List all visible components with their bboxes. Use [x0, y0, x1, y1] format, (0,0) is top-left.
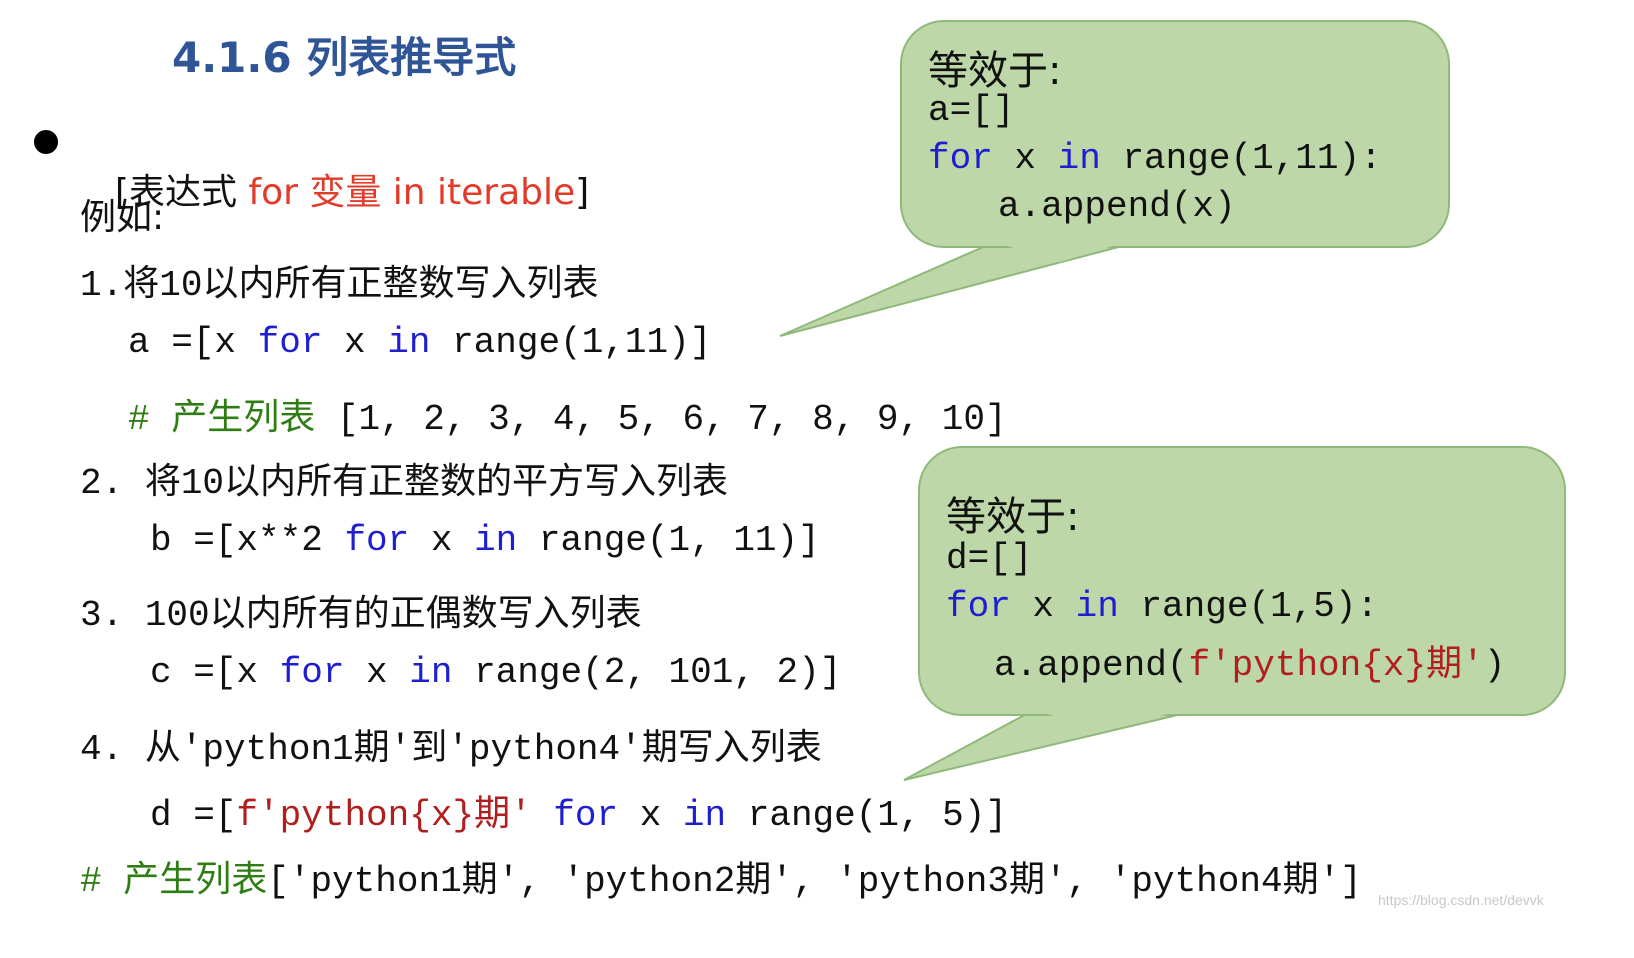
item-2-heading: 2. 将10以内所有正整数的平方写入列表	[80, 461, 729, 504]
bubble-2-heading: 等效于:	[946, 494, 1080, 540]
item-4-result: # 产生列表['python1期', 'python2期', 'python3期…	[80, 859, 1362, 902]
bubble-2-line-2: for x in range(1,5):	[946, 586, 1379, 627]
syntax-close-bracket: ]	[575, 172, 590, 213]
bullet-icon	[34, 130, 58, 154]
item-1-heading: 1.将10以内所有正整数写入列表	[80, 263, 599, 306]
item-3-heading: 3. 100以内所有的正偶数写入列表	[80, 593, 642, 636]
syntax-open-bracket: [	[114, 172, 129, 213]
bubble-2-line-1: d=[]	[946, 538, 1033, 579]
syntax-line: [表达式 for 变量 in iterable]	[92, 122, 589, 215]
item-4-code: d =[f'python{x}期' for x in range(1, 5)]	[150, 793, 1007, 836]
bubble-1-line-1: a=[]	[928, 90, 1015, 131]
bubble-1-line-3: a.append(x)	[998, 186, 1236, 227]
syntax-for-part: for 变量 in iterable	[248, 172, 576, 213]
watermark: https://blog.csdn.net/devvk	[1378, 892, 1544, 908]
equivalent-callout-2	[918, 446, 1566, 716]
item-2-code: b =[x**2 for x in range(1, 11)]	[150, 520, 820, 561]
example-label: 例如:	[80, 197, 165, 238]
syntax-expr: 表达式	[128, 172, 249, 213]
bubble-1-heading: 等效于:	[928, 48, 1062, 94]
item-1-result: # 产生列表 [1, 2, 3, 4, 5, 6, 7, 8, 9, 10]	[128, 397, 1007, 440]
bubble-1-line-2: for x in range(1,11):	[928, 138, 1382, 179]
item-4-heading: 4. 从'python1期'到'python4'期写入列表	[80, 727, 822, 770]
item-3-code: c =[x for x in range(2, 101, 2)]	[150, 652, 842, 693]
equivalent-callout-1	[900, 20, 1450, 248]
bubble-2-line-3: a.append(f'python{x}期')	[994, 643, 1506, 686]
slide-title: 4.1.6 列表推导式	[172, 33, 517, 82]
item-1-code: a =[x for x in range(1,11)]	[128, 322, 712, 363]
